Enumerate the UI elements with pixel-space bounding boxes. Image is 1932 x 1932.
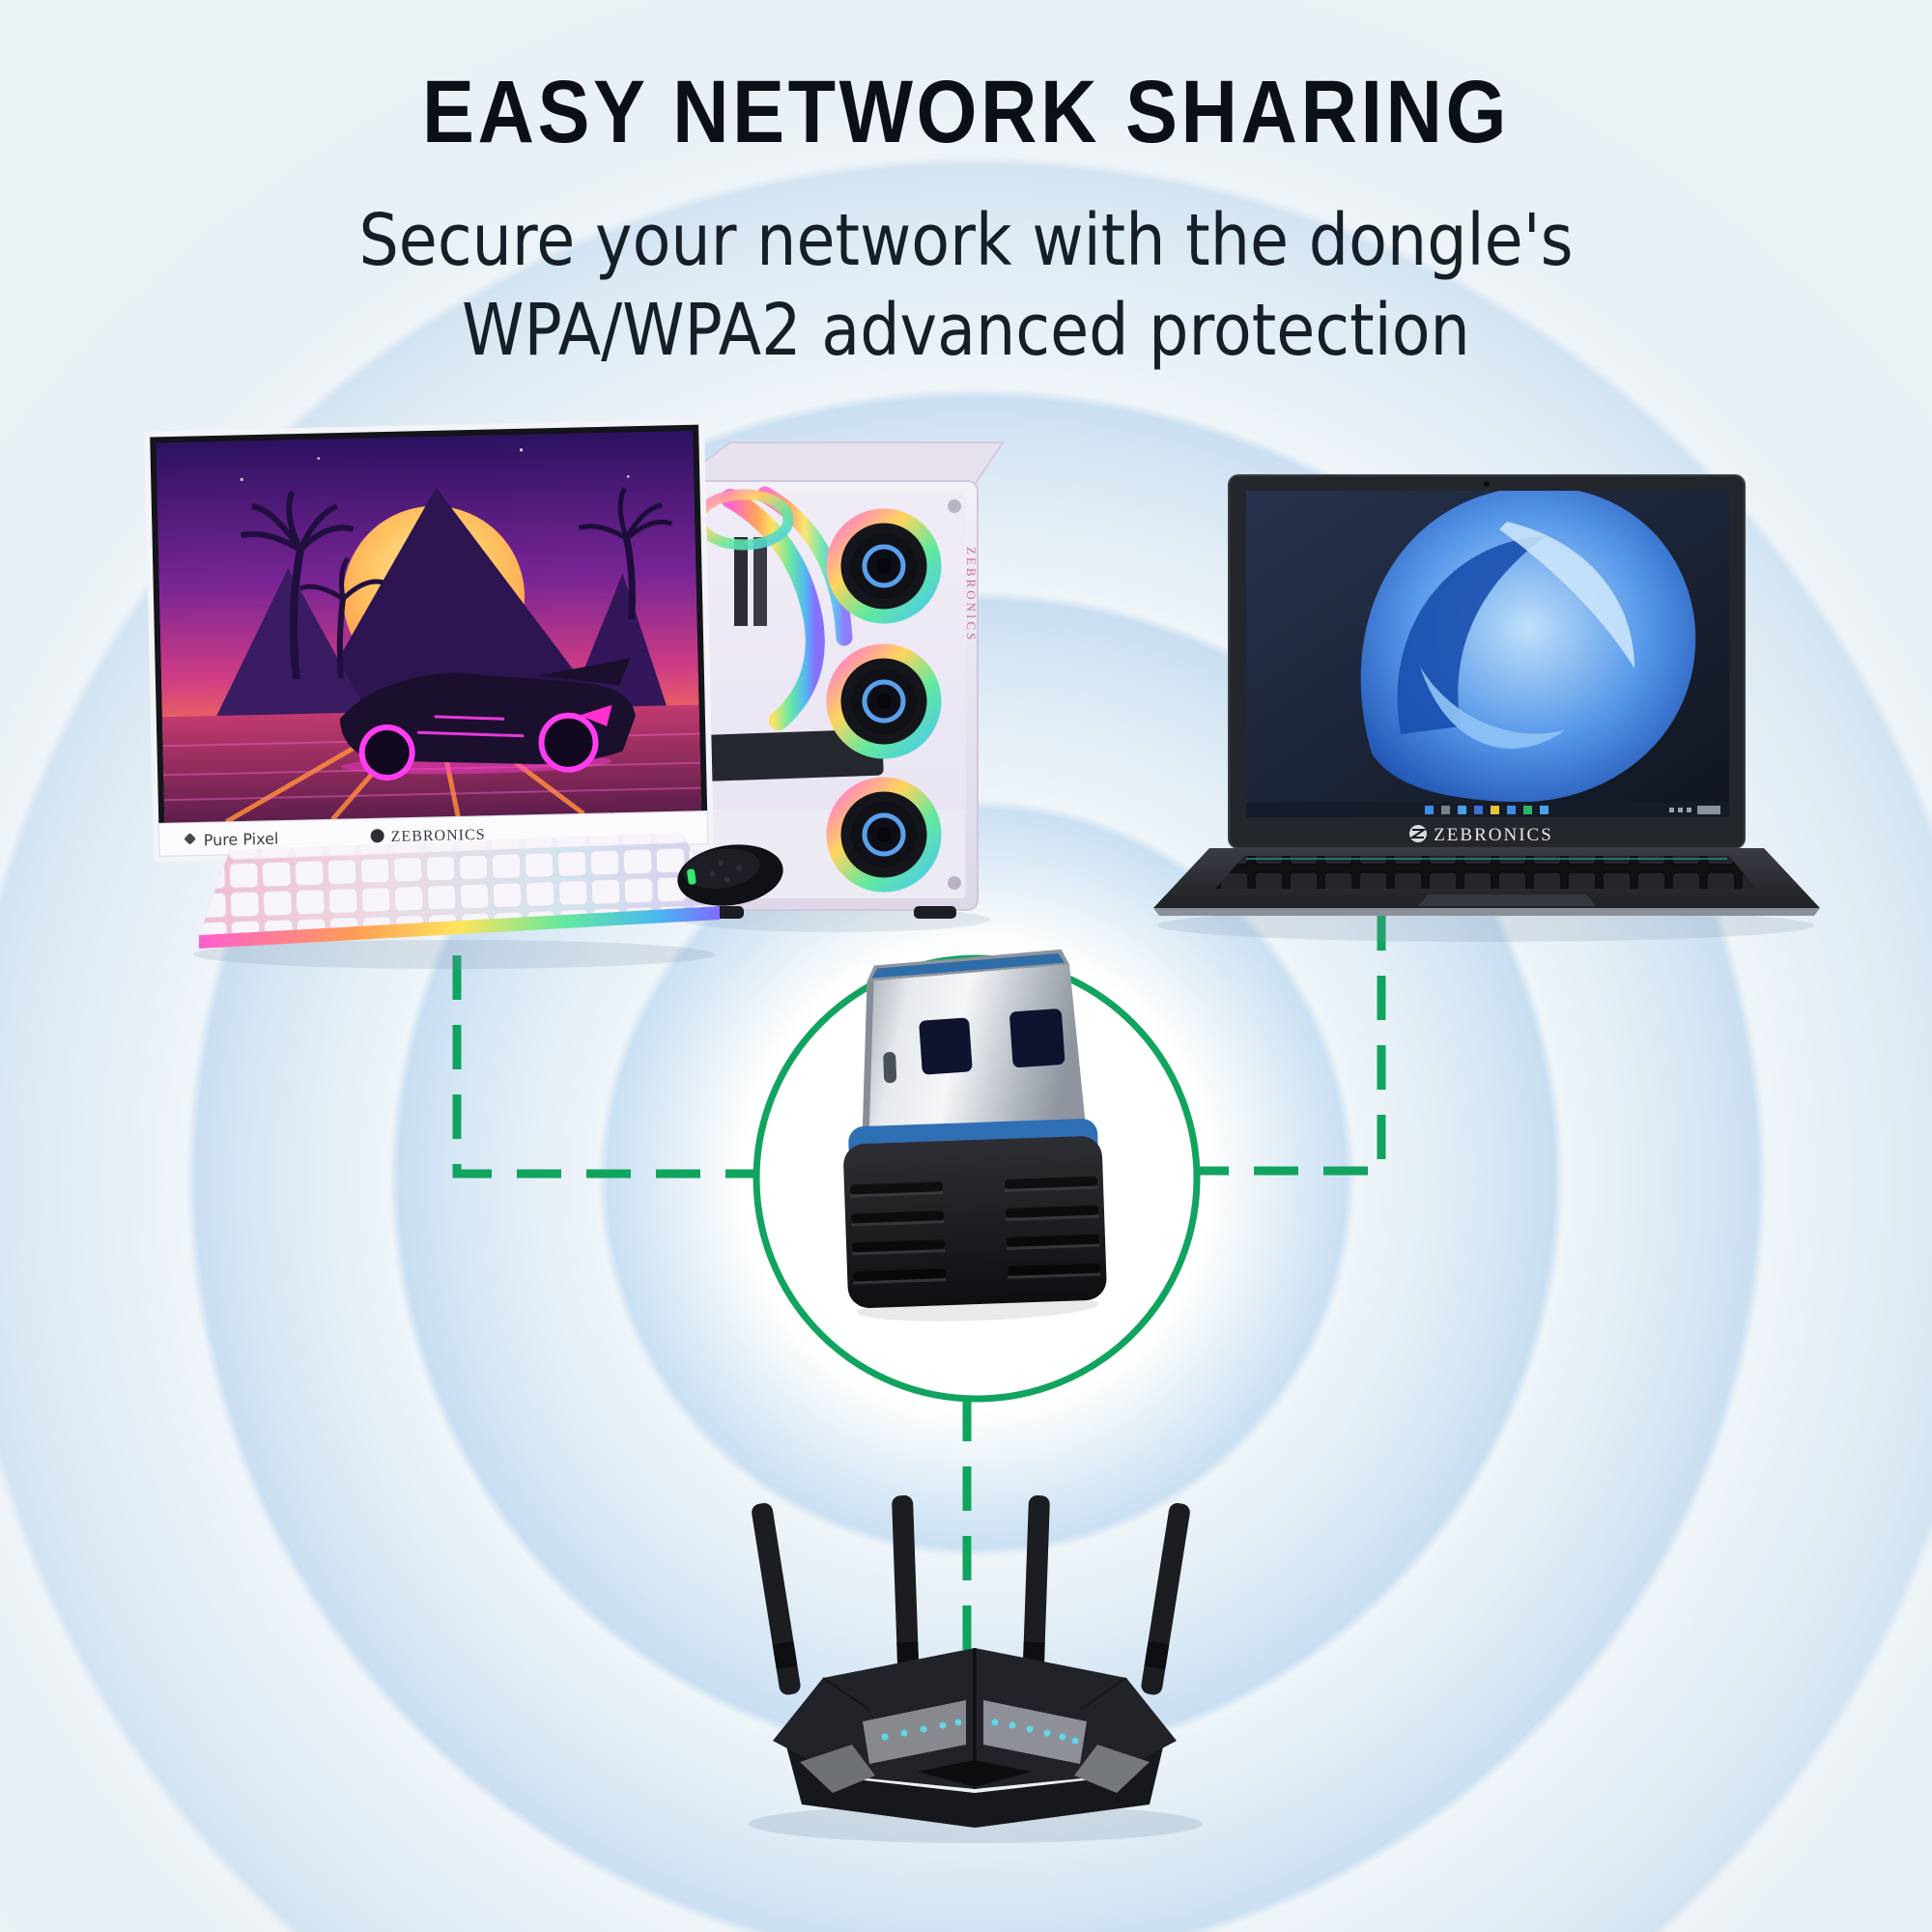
windows-taskbar [1246,802,1729,817]
laptop-brand-label: ZEBRONICS [1434,825,1553,845]
router-front-notch [918,1760,1032,1787]
connector-line-desktop [452,816,761,1179]
wifi-router [749,1495,1203,1843]
laptop-screen [1246,491,1729,817]
router-antenna [892,1495,920,1695]
monitor-brand-label: ZEBRONICS [390,827,485,845]
monitor-badge-label: Pure Pixel [203,830,278,850]
pc-fan [826,508,942,624]
usb-wifi-dongle [843,949,1107,1321]
pc-fan [826,643,942,759]
pc-case-brand-label: ZEBRONICS [964,547,979,642]
pc-fan [826,777,942,893]
subtitle-line-1: Secure your network with the dongle's [358,199,1574,282]
page-title: EASY NETWORK SHARING [422,63,1510,161]
router-wing-right [1074,1745,1150,1793]
laptop-camera [1484,481,1490,487]
subtitle-line-2: WPA/WPA2 advanced protection [462,289,1470,373]
monitor: Pure Pixel ZEBRONICS [144,418,714,863]
laptop: ZEBRONICS [1153,474,1820,942]
router-wing-left [800,1745,875,1793]
taskbar-tray [1669,806,1720,814]
gaming-mouse [677,844,783,906]
connector-line-laptop [1198,906,1386,1176]
usb-side-slot [883,1052,897,1084]
taskbar-icons [1425,806,1548,814]
router-led-panel-left [863,1700,966,1764]
pure-pixel-logo [185,833,196,844]
dongle-body [843,1119,1107,1308]
router-antenna [1141,1503,1190,1695]
monitor-screen-art [156,430,702,824]
rgb-coolant-tube [721,489,825,730]
subtitle: Secure your network with the dongle's WP… [116,196,1816,376]
zebronics-monitor-logo [370,829,384,843]
router-led-panel-right [983,1700,1087,1764]
laptop-trackpad [1418,895,1596,906]
laptop-front-edge [1153,908,1820,916]
router-leds [881,1719,1079,1745]
rgb-keyboard [193,833,720,969]
header: EASY NETWORK SHARING Secure your network… [0,0,1932,376]
mouse-glow [687,868,696,885]
pc-case: ZEBRONICS [668,441,1005,932]
router-antenna [752,1503,801,1695]
router-base [784,1739,1165,1828]
